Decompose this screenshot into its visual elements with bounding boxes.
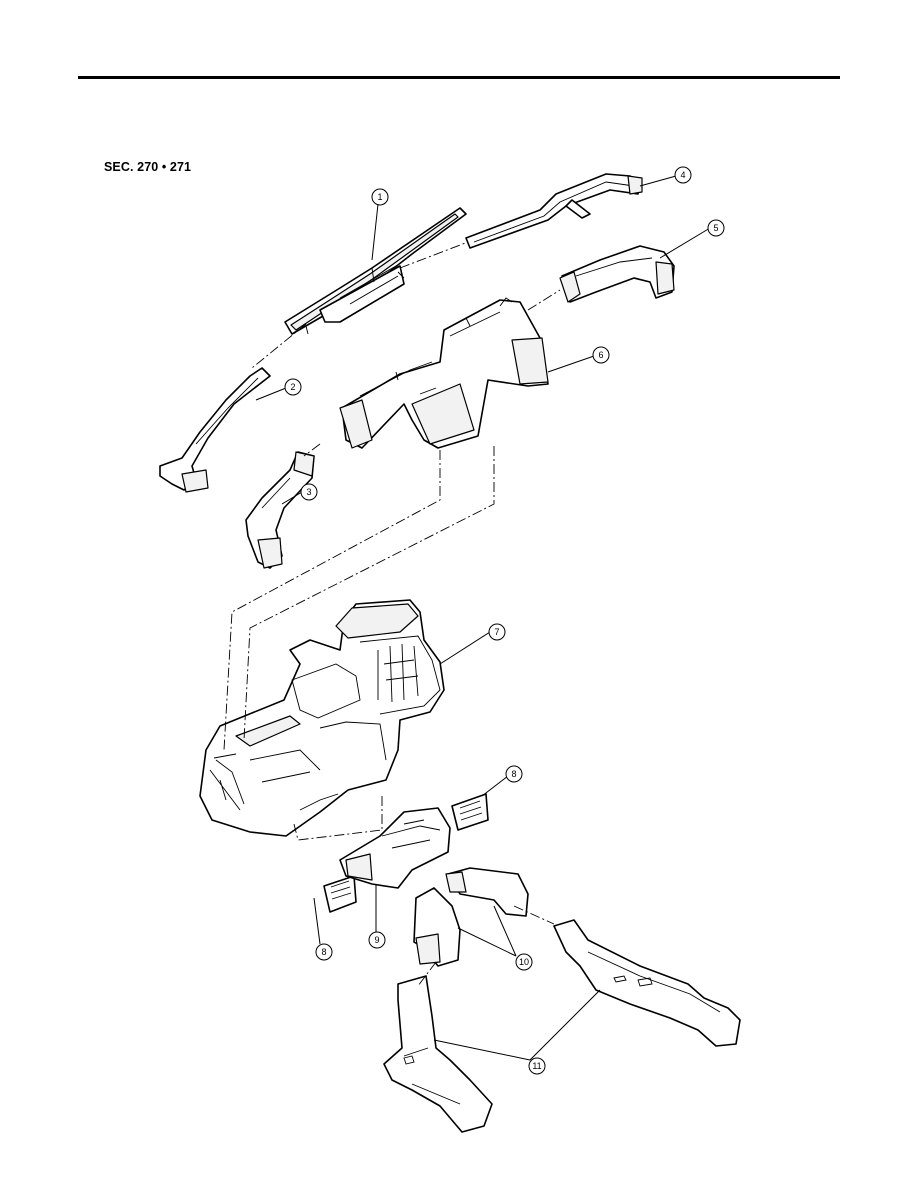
callout-6-label: 6	[598, 350, 603, 360]
part-11-floor-duct-left	[383, 975, 493, 1133]
callout-2: 2	[284, 378, 302, 396]
callout-2-label: 2	[290, 382, 295, 392]
callout-3-label: 3	[306, 487, 311, 497]
part-1-defroster-nozzle	[284, 207, 467, 335]
callout-11: 11	[528, 1057, 546, 1075]
callout-8-right: 8	[505, 765, 523, 783]
callout-11-label: 11	[532, 1061, 541, 1071]
section-label: SEC. 270 • 271	[104, 160, 192, 174]
callout-7-label: 7	[494, 627, 499, 637]
callout-8a-label: 8	[511, 769, 516, 779]
part-8-foot-grille-left	[323, 875, 357, 913]
callout-5: 5	[707, 219, 725, 237]
callout-3: 3	[300, 483, 318, 501]
callout-5-label: 5	[713, 223, 718, 233]
part-10-rear-foot-duct-b	[413, 887, 461, 967]
part-8-foot-grille-right	[451, 793, 489, 831]
part-7-heater-cooling-unit	[199, 599, 445, 837]
callout-6: 6	[592, 346, 610, 364]
callout-8b-label: 8	[321, 947, 326, 957]
part-9-foot-duct-body	[339, 807, 451, 889]
callout-4: 4	[674, 166, 692, 184]
part-3-center-lower-duct	[245, 451, 315, 569]
callout-9: 9	[368, 931, 386, 949]
part-11-floor-duct-right	[553, 919, 741, 1047]
callout-10: 10	[515, 953, 533, 971]
part-5-side-vent-duct	[559, 245, 675, 303]
callout-1-label: 1	[377, 192, 382, 202]
assembly-lines	[223, 241, 561, 987]
callout-8-left: 8	[315, 943, 333, 961]
part-10-rear-foot-duct-a	[445, 867, 529, 917]
callout-1: 1	[371, 188, 389, 206]
callout-10-label: 10	[519, 957, 529, 967]
part-4-side-defroster-duct	[465, 173, 643, 249]
part-2-left-vent-duct	[159, 367, 271, 493]
part-6-center-vent-duct	[339, 297, 549, 449]
callout-7: 7	[488, 623, 506, 641]
leader-lines	[255, 175, 711, 1061]
header-rule	[78, 76, 840, 79]
callout-4-label: 4	[680, 170, 685, 180]
callout-9-label: 9	[374, 935, 379, 945]
